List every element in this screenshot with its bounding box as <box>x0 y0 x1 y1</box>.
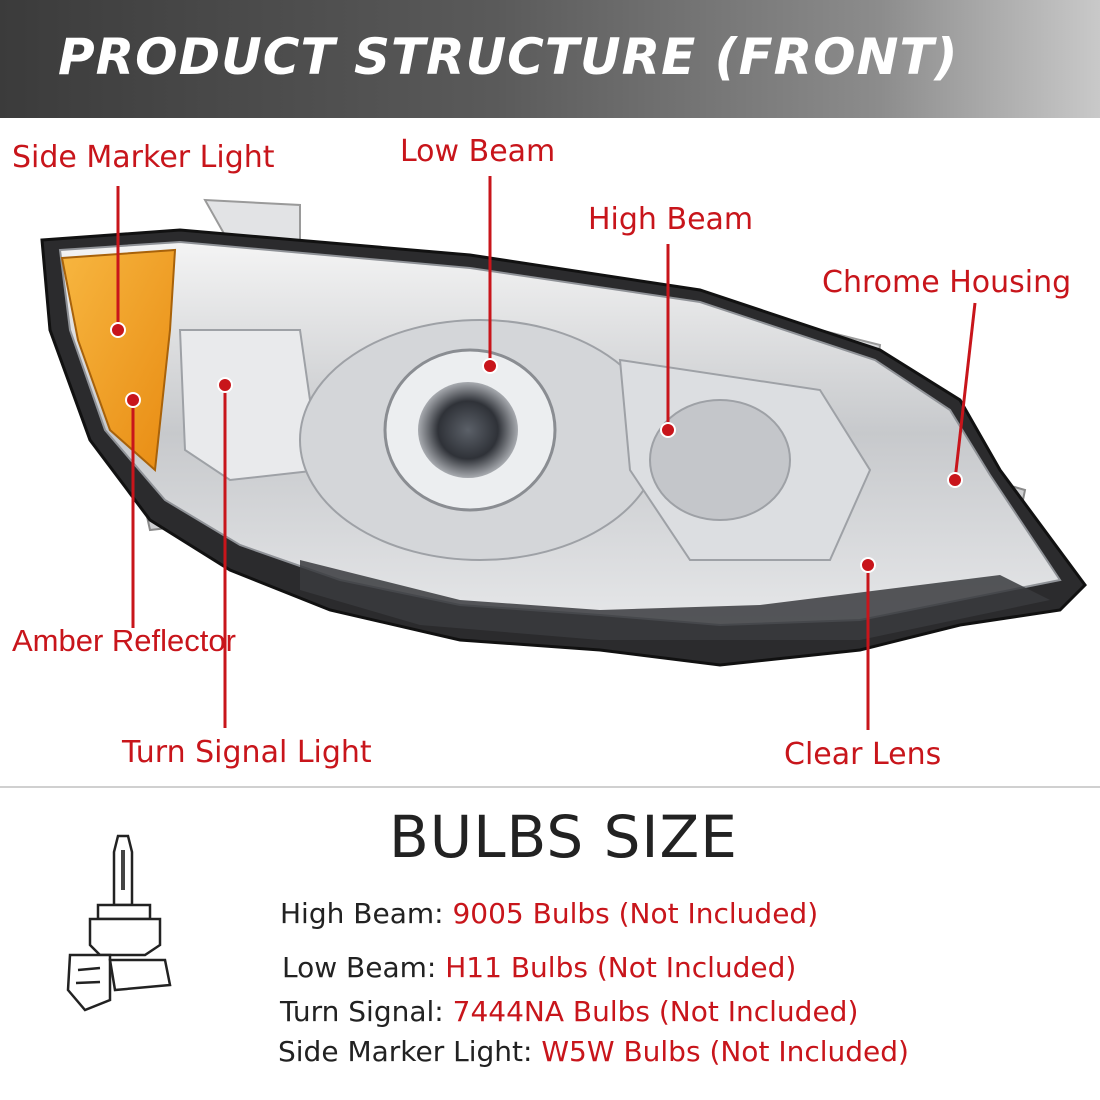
spec-value: 7444NA Bulbs (Not Included) <box>452 995 859 1028</box>
callout-low-beam: Low Beam <box>400 134 556 169</box>
section-divider <box>0 786 1100 788</box>
spec-side-marker-light: Side Marker Light: W5W Bulbs (Not Includ… <box>278 1038 909 1066</box>
callout-dots <box>110 322 963 573</box>
callout-leaders <box>116 176 977 730</box>
amber-reflector <box>60 248 177 473</box>
page-title: PRODUCT STRUCTURE (FRONT) <box>58 28 959 86</box>
callout-turn-signal-light: Turn Signal Light <box>122 735 372 770</box>
bulbs-size-title: BULBS SIZE <box>389 803 738 871</box>
spec-label: Turn Signal: <box>280 995 444 1028</box>
header-banner: PRODUCT STRUCTURE (FRONT) <box>0 0 1100 118</box>
spec-low-beam: Low Beam: H11 Bulbs (Not Included) <box>282 954 796 982</box>
leader-chrome-housing <box>953 302 977 481</box>
spec-label: High Beam: <box>280 897 444 930</box>
bulb-icon <box>66 834 172 1012</box>
callout-chrome-housing: Chrome Housing <box>822 265 1072 300</box>
projector-lens <box>418 382 518 478</box>
callout-amber-reflector: Amber Reflector <box>12 623 236 658</box>
spec-value: 9005 Bulbs (Not Included) <box>452 897 819 930</box>
spec-high-beam: High Beam: 9005 Bulbs (Not Included) <box>280 900 818 928</box>
spec-value: W5W Bulbs (Not Included) <box>541 1035 909 1068</box>
spec-label: Low Beam: <box>282 951 437 984</box>
callout-side-marker-light: Side Marker Light <box>12 140 275 175</box>
spec-turn-signal: Turn Signal: 7444NA Bulbs (Not Included) <box>280 998 858 1026</box>
turn-signal-chamber <box>178 329 322 482</box>
callout-high-beam: High Beam <box>588 202 754 237</box>
callout-clear-lens: Clear Lens <box>784 737 942 772</box>
spec-value: H11 Bulbs (Not Included) <box>445 951 797 984</box>
spec-label: Side Marker Light: <box>278 1035 533 1068</box>
